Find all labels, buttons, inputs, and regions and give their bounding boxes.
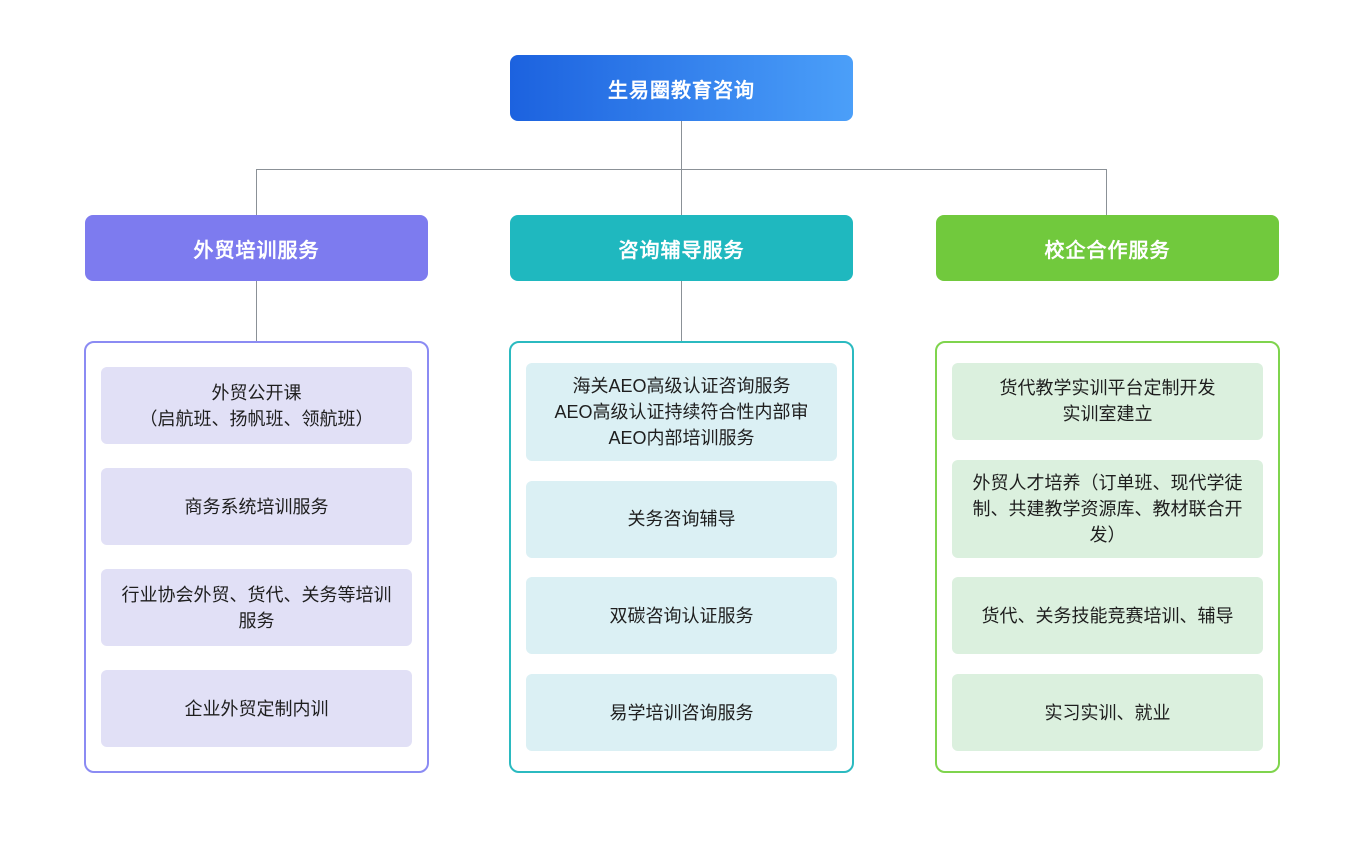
- branch-container-trade-training: 外贸公开课 （启航班、扬帆班、领航班） 商务系统培训服务 行业协会外贸、货代、关…: [84, 341, 429, 773]
- connector-header-container-branch-1: [681, 281, 682, 341]
- branch1-item1: 关务咨询辅导: [526, 480, 837, 558]
- connector-drop-branch-1: [681, 170, 682, 216]
- branch-consulting: 咨询辅导服务 海关AEO高级认证咨询服务 AEO高级认证持续符合性内部审 AEO…: [509, 0, 854, 844]
- branch0-item0: 外贸公开课 （启航班、扬帆班、领航班）: [101, 367, 412, 444]
- branch-header-trade-training: 外贸培训服务: [85, 215, 428, 281]
- connector-header-container-branch-0: [256, 281, 257, 341]
- branch0-item3: 企业外贸定制内训: [101, 670, 412, 747]
- branch2-item1: 外贸人才培养（订单班、现代学徒制、共建教学资源库、教材联合开发）: [952, 459, 1263, 558]
- branch2-item2: 货代、关务技能竞赛培训、辅导: [952, 577, 1263, 655]
- branch-header-consulting: 咨询辅导服务: [510, 215, 853, 281]
- branch1-item3: 易学培训咨询服务: [526, 674, 837, 752]
- root-node: 生易圈教育咨询: [510, 55, 853, 121]
- branch0-item2: 行业协会外贸、货代、关务等培训服务: [101, 569, 412, 646]
- branch0-item1: 商务系统培训服务: [101, 468, 412, 545]
- connector-root-stem: [681, 121, 682, 169]
- branch1-item2: 双碳咨询认证服务: [526, 577, 837, 655]
- branch-header-school-enterprise: 校企合作服务: [936, 215, 1279, 281]
- branch-container-school-enterprise: 货代教学实训平台定制开发 实训室建立 外贸人才培养（订单班、现代学徒制、共建教学…: [935, 341, 1280, 773]
- branch2-item3: 实习实训、就业: [952, 674, 1263, 752]
- branch-trade-training: 外贸培训服务 外贸公开课 （启航班、扬帆班、领航班） 商务系统培训服务 行业协会…: [84, 0, 429, 844]
- connector-drop-branch-0: [256, 170, 257, 216]
- branch-school-enterprise: 校企合作服务 货代教学实训平台定制开发 实训室建立 外贸人才培养（订单班、现代学…: [935, 0, 1280, 844]
- branch1-item0: 海关AEO高级认证咨询服务 AEO高级认证持续符合性内部审 AEO内部培训服务: [526, 362, 837, 461]
- branch-container-consulting: 海关AEO高级认证咨询服务 AEO高级认证持续符合性内部审 AEO内部培训服务 …: [509, 341, 854, 773]
- connector-cross-bar: [256, 169, 1107, 170]
- branch2-item0: 货代教学实训平台定制开发 实训室建立: [952, 362, 1263, 440]
- connector-drop-branch-2: [1106, 170, 1107, 216]
